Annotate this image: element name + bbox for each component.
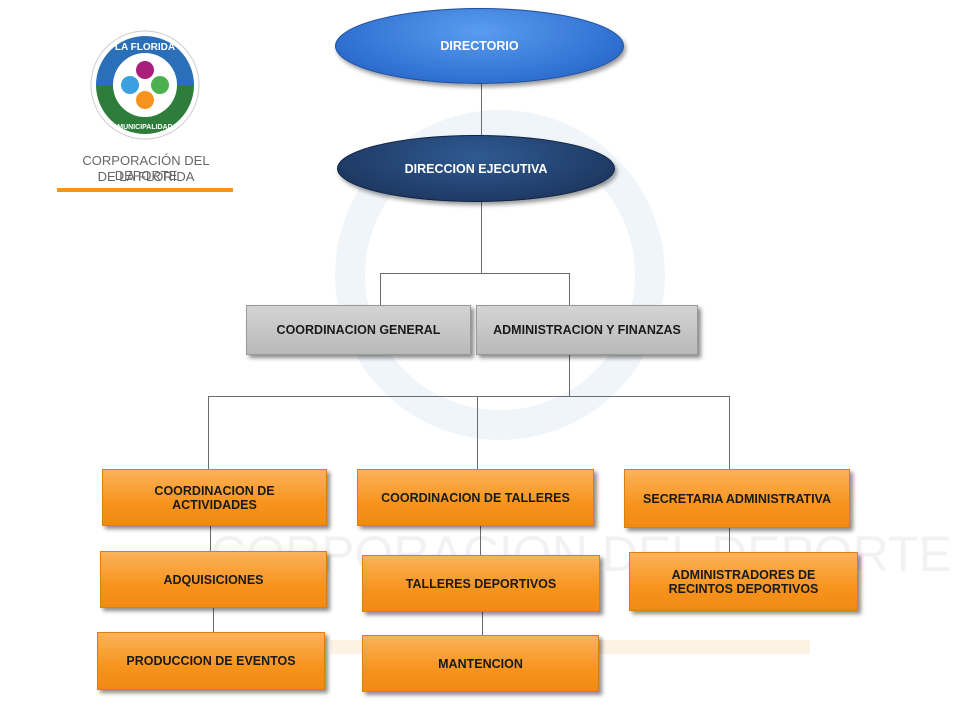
- node-direccion-ejecutiva: DIRECCION EJECUTIVA: [337, 135, 615, 202]
- node-administracion-finanzas: ADMINISTRACION Y FINANZAS: [476, 305, 698, 355]
- node-directorio: DIRECTORIO: [335, 8, 624, 84]
- svg-text:MUNICIPALIDAD: MUNICIPALIDAD: [117, 124, 172, 131]
- svg-text:LA FLORIDA: LA FLORIDA: [115, 42, 175, 53]
- node-administradores-recintos: ADMINISTRADORES DE RECINTOS DEPORTIVOS: [629, 552, 858, 611]
- connector: [380, 273, 381, 305]
- node-mantencion: MANTENCION: [362, 635, 599, 692]
- connector: [208, 396, 209, 469]
- connector: [210, 526, 211, 551]
- org-underline: [57, 188, 233, 192]
- connector: [208, 396, 730, 397]
- node-coordinacion-general: COORDINACION GENERAL: [246, 305, 471, 355]
- node-produccion-eventos: PRODUCCION DE EVENTOS: [97, 632, 325, 690]
- connector: [380, 273, 570, 274]
- connector: [482, 612, 483, 635]
- node-coordinacion-talleres: COORDINACION DE TALLERES: [357, 469, 594, 526]
- node-talleres-deportivos: TALLERES DEPORTIVOS: [362, 555, 600, 612]
- node-secretaria-administrativa: SECRETARIA ADMINISTRATIVA: [624, 469, 850, 528]
- connector: [569, 273, 570, 305]
- connector: [729, 528, 730, 552]
- connector: [569, 355, 570, 396]
- node-adquisiciones: ADQUISICIONES: [100, 551, 327, 608]
- connector: [481, 200, 482, 273]
- org-name-line1: CORPORACIÓN DEL DEPORTE: [82, 153, 210, 183]
- la-florida-logo-icon: LA FLORIDA MUNICIPALIDAD: [90, 30, 200, 140]
- connector: [729, 396, 730, 469]
- org-name-line2: DE LA FLORIDA: [97, 169, 195, 184]
- connector: [481, 82, 482, 135]
- connector: [480, 526, 481, 555]
- connector: [477, 396, 478, 469]
- node-coordinacion-actividades: COORDINACION DE ACTIVIDADES: [102, 469, 327, 526]
- connector: [213, 608, 214, 632]
- logo: LA FLORIDA MUNICIPALIDAD: [90, 30, 200, 140]
